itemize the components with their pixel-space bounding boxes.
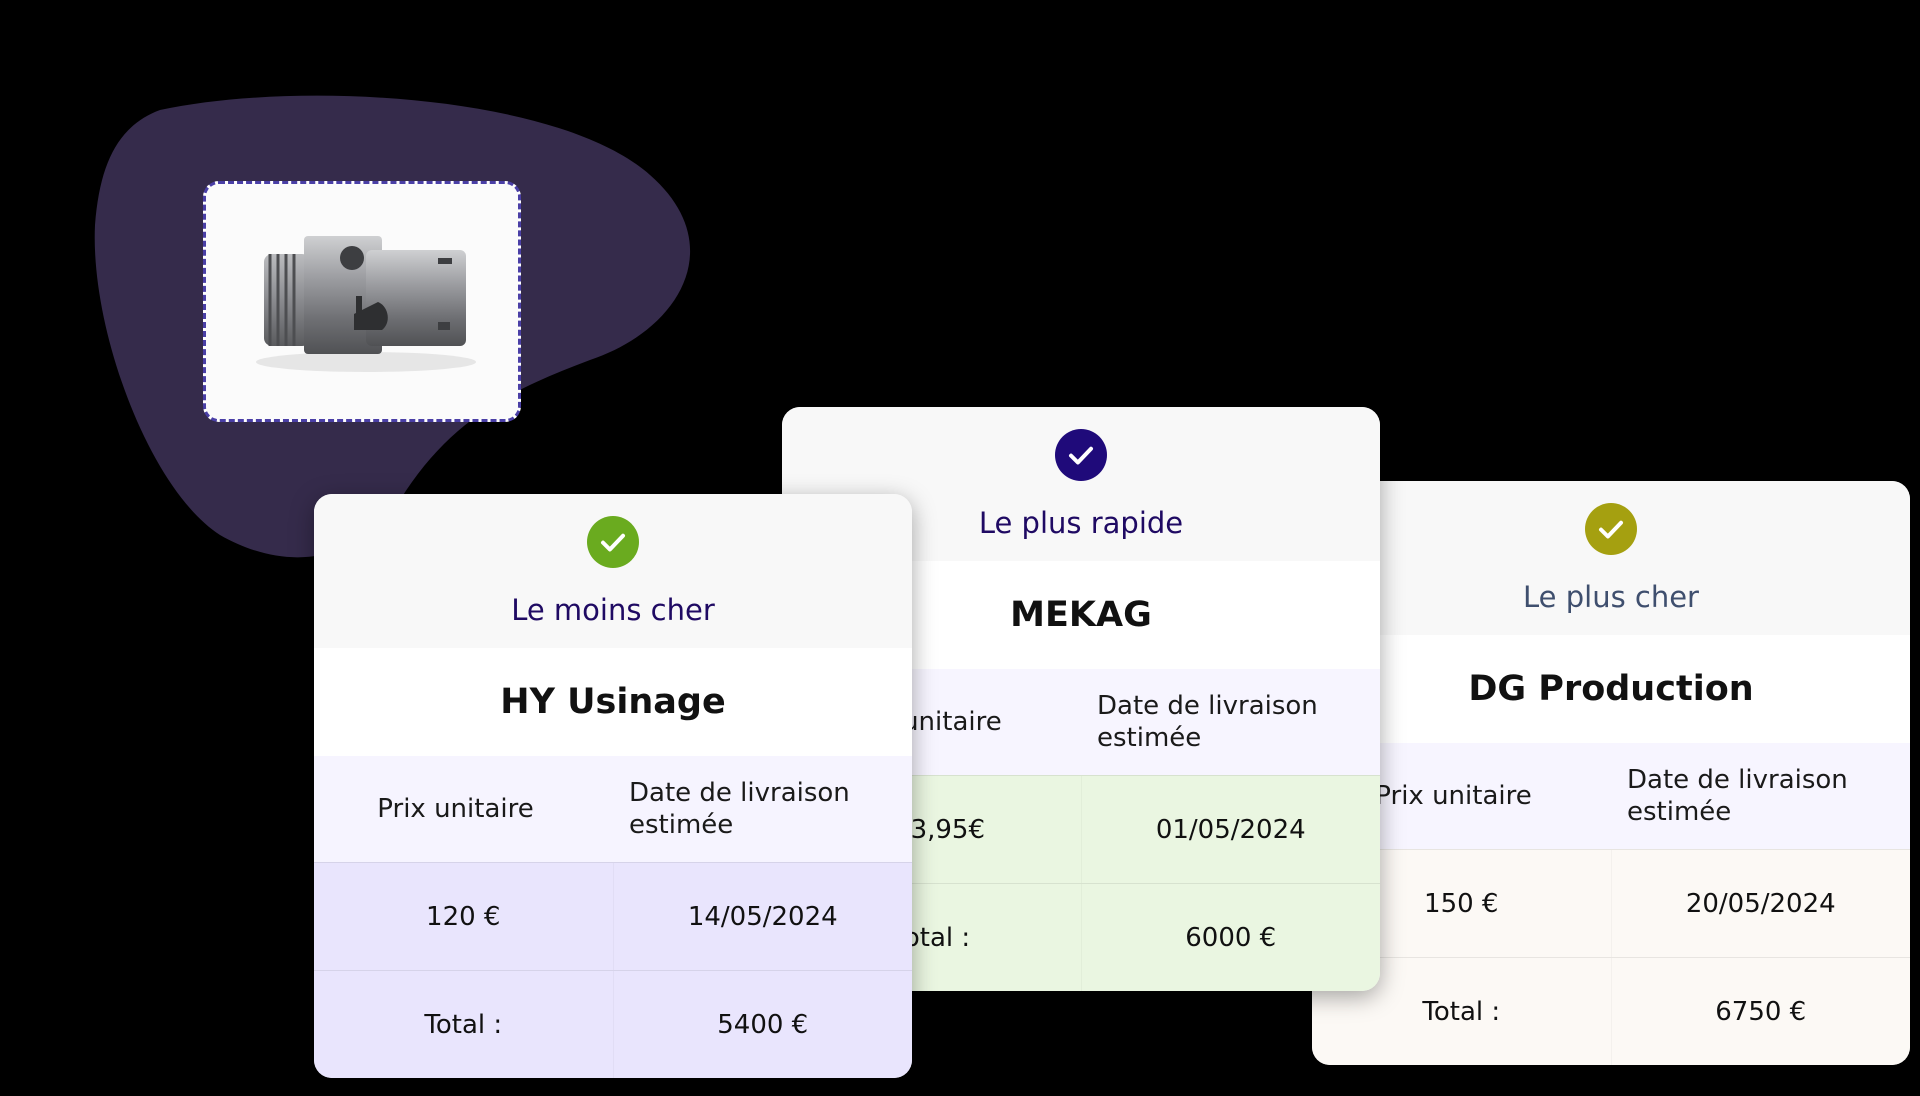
card-header: Le moins cher (314, 494, 912, 648)
card-tag: Le moins cher (511, 593, 715, 627)
delivery-date-value: 20/05/2024 (1685, 888, 1836, 919)
total-label: Total : (314, 971, 614, 1078)
table-header: Prix unitaire Date de livraison estimée (1312, 743, 1910, 849)
unit-price-value: 120 € (314, 863, 614, 970)
table-row: Total : 5400 € (314, 970, 912, 1078)
table-row: 150 € 20/05/2024 (1312, 849, 1910, 957)
supplier-name: DG Production (1312, 635, 1910, 743)
supplier-name: HY Usinage (314, 648, 912, 756)
total-value: 6750 € (1715, 996, 1807, 1027)
unit-price-header: Prix unitaire (377, 794, 534, 824)
total-value: 6000 € (1185, 922, 1277, 953)
quote-card-cheapest[interactable]: Le moins cher HY Usinage Prix unitaire D… (314, 494, 912, 1078)
check-circle-icon (1055, 429, 1107, 481)
table-row: Total : 6750 € (1312, 957, 1910, 1065)
quote-card-most-expensive[interactable]: Le plus cher DG Production Prix unitaire… (1312, 481, 1910, 1065)
total-value: 5400 € (717, 1009, 809, 1040)
unit-price-value: 150 € (1312, 850, 1612, 957)
delivery-date-header: Date de livraison estimée (629, 778, 850, 840)
check-circle-icon (1585, 503, 1637, 555)
machined-part-icon (206, 184, 518, 419)
unit-price-header: Prix unitaire (1375, 781, 1532, 811)
total-label: Total : (1312, 958, 1612, 1065)
delivery-date-header: Date de livraison estimée (1097, 691, 1318, 753)
card-header: Le plus cher (1312, 481, 1910, 635)
table-row: 120 € 14/05/2024 (314, 862, 912, 970)
delivery-date-value: 01/05/2024 (1155, 814, 1306, 845)
card-tag: Le plus cher (1523, 580, 1699, 614)
delivery-date-value: 14/05/2024 (687, 901, 838, 932)
table-header: Prix unitaire Date de livraison estimée (314, 756, 912, 862)
card-tag: Le plus rapide (978, 506, 1184, 540)
check-circle-icon (587, 516, 639, 568)
product-image-card (203, 181, 521, 422)
delivery-date-header: Date de livraison estimée (1627, 765, 1848, 827)
